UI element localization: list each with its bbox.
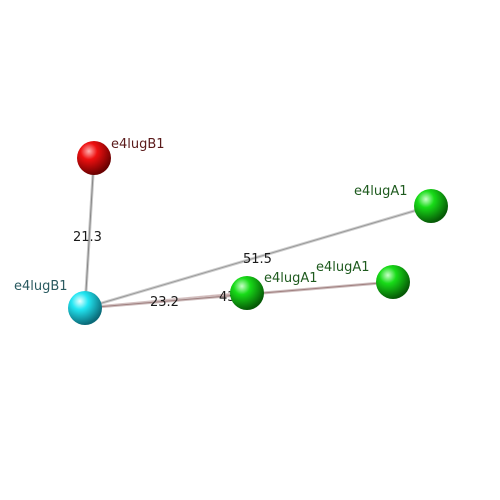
node-label-a1-center: e4lugA1 (264, 271, 318, 286)
node-sphere-b1-left (68, 291, 102, 325)
edge-label-21-3: 21.3 (73, 230, 102, 245)
node-labels-layer: e4lugB1 e4lugB1 e4lugA1 e4lugA1 e4lugA1 (14, 137, 408, 294)
edge-b1-left-to-a1-right-core (84, 205, 432, 309)
node-label-b1-left: e4lugB1 (14, 279, 68, 294)
node-sphere-a1-right (414, 189, 448, 223)
node-label-a1-right: e4lugA1 (354, 184, 408, 199)
node-sphere-a1-center (230, 276, 264, 310)
node-label-a1-mid: e4lugA1 (316, 260, 370, 275)
node-sphere-a1-mid (376, 265, 410, 299)
edge-label-51-5: 51.5 (243, 252, 272, 267)
nodes-layer (68, 141, 448, 325)
edge-b1-top-to-b1-left-core (84, 157, 95, 309)
node-label-b1-top: e4lugB1 (111, 137, 165, 152)
edge-label-23-2: 23.2 (150, 295, 179, 310)
node-sphere-b1-top (77, 141, 111, 175)
